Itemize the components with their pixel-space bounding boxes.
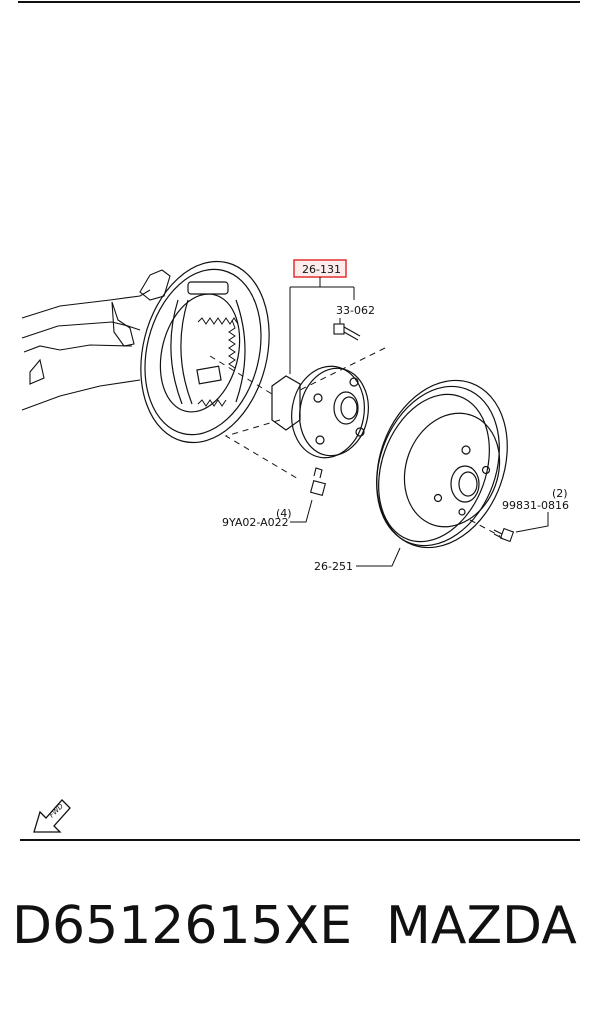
assembly-dashed-lines [209,347,501,537]
brand-name: MAZDA [386,896,577,956]
hub-assembly-label: 26-131 [302,263,341,276]
part-number: D6512615XE [12,896,353,956]
drum-screw-99831-0816 [493,527,515,543]
hub-nut-qty: (4) [276,507,292,520]
drum-screw-leader [515,512,549,533]
hub-nut-9YA02-A022 [309,467,327,497]
rear-axle-beam [21,269,171,411]
hub-bolt-label: 33-062 [336,304,375,317]
fwd-arrow-icon: FWD [33,799,71,833]
hub-assembly-leader [289,277,355,374]
brake-backing-plate [140,260,270,444]
brake-drum [376,379,508,549]
drum-screw-label: 99831-0816 [502,499,569,512]
hub-bearing-assembly [271,365,369,459]
hub-nut-leader [290,499,313,523]
hub-bolt-33-062 [333,323,361,341]
brake-drum-leader [356,547,401,567]
drum-screw-qty: (2) [552,487,568,500]
brake-drum-label: 26-251 [314,560,353,573]
hub-nut-label: 9YA02-A022 [222,516,289,529]
